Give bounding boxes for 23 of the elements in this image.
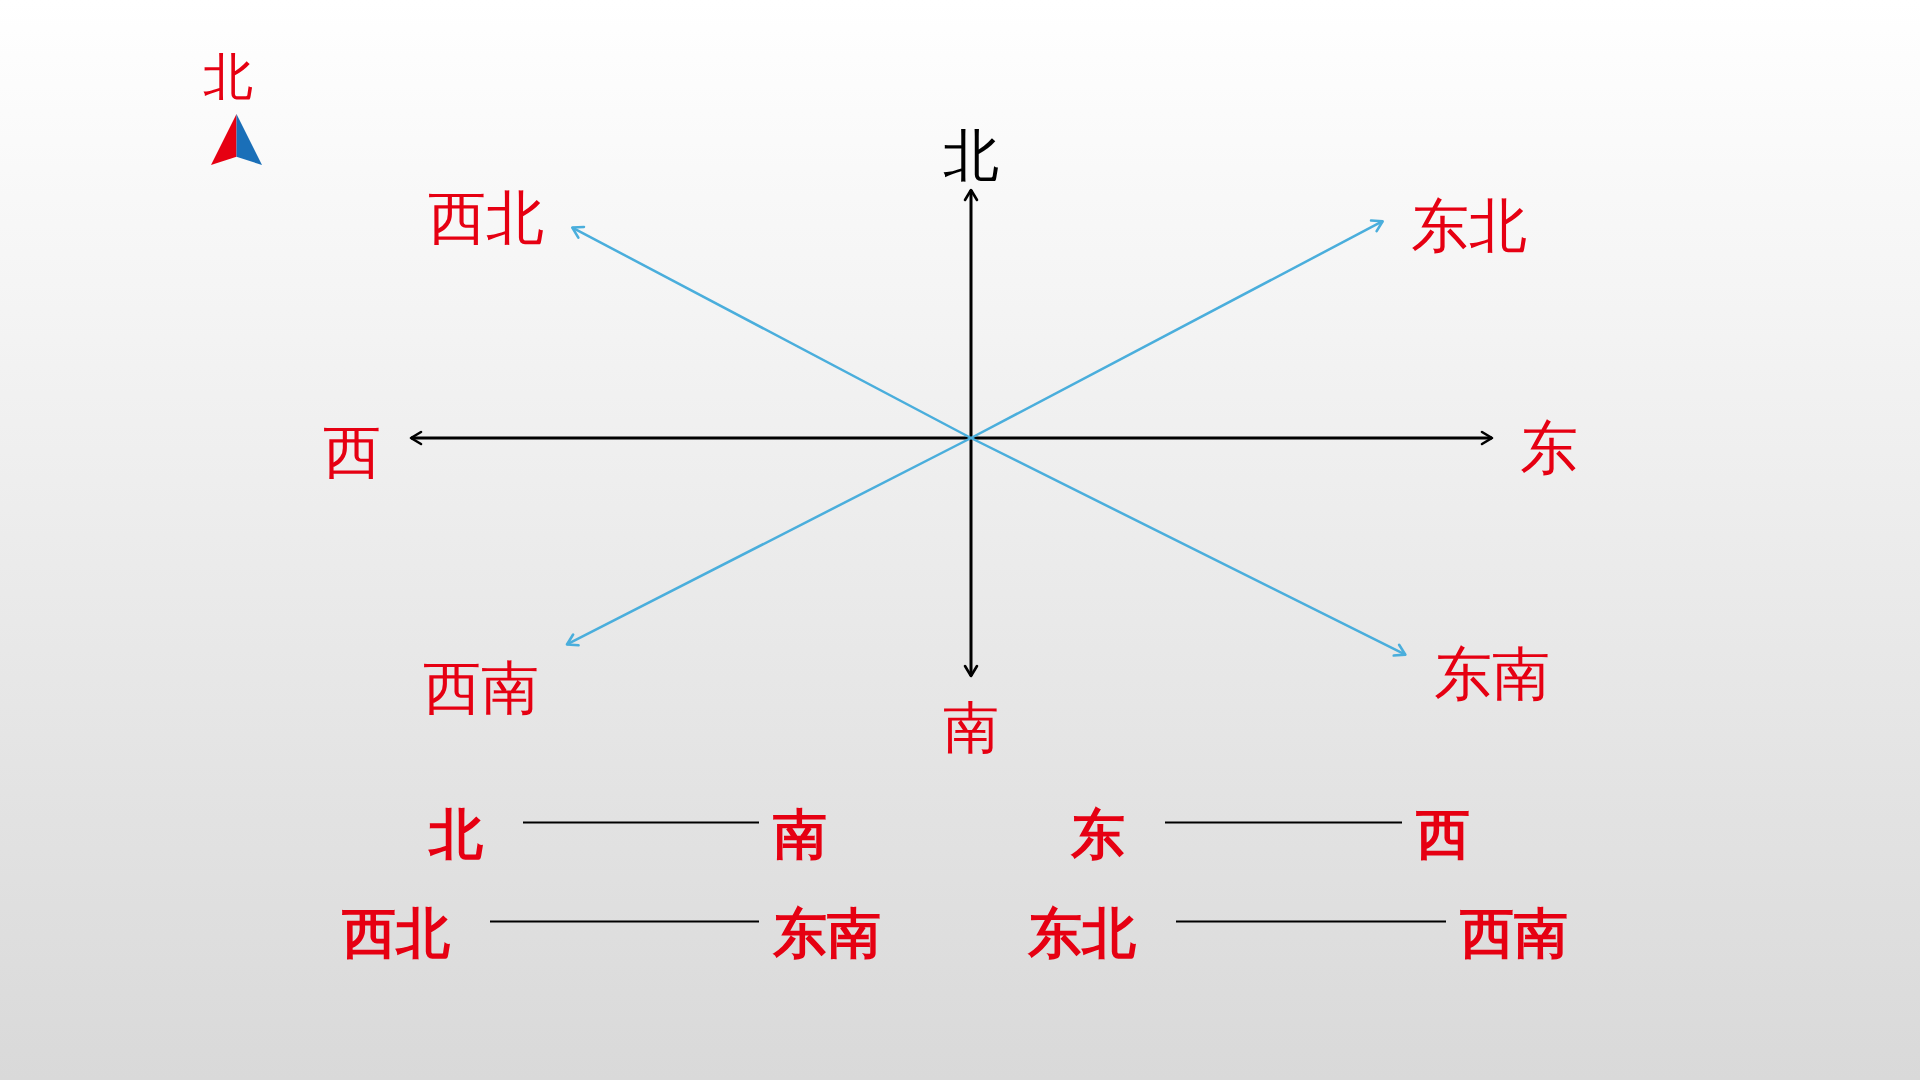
- connector-line: [1175, 920, 1447, 923]
- double-arrow: [963, 188, 979, 678]
- direction-label: 东南: [773, 907, 881, 961]
- double-arrow: [409, 430, 1494, 446]
- direction-label: 东: [1520, 419, 1578, 477]
- direction-label: 南: [943, 700, 999, 756]
- direction-label: 北: [943, 128, 999, 184]
- direction-label: 西北: [342, 907, 450, 961]
- direction-label: 西: [323, 423, 381, 481]
- direction-label: 西: [1416, 808, 1470, 862]
- connector-line: [1164, 821, 1403, 824]
- direction-label: 北: [429, 808, 483, 862]
- connector-line: [522, 821, 760, 824]
- north-label: 北: [203, 52, 253, 102]
- direction-label: 东南: [1434, 645, 1550, 703]
- direction-label: 东: [1071, 808, 1125, 862]
- direction-label: 东北: [1028, 907, 1136, 961]
- direction-label: 东北: [1411, 197, 1527, 255]
- direction-label: 西南: [423, 659, 539, 717]
- direction-label: 南: [773, 808, 827, 862]
- connector-line: [489, 920, 760, 923]
- direction-label: 西北: [428, 189, 544, 247]
- direction-label: 西南: [1460, 907, 1568, 961]
